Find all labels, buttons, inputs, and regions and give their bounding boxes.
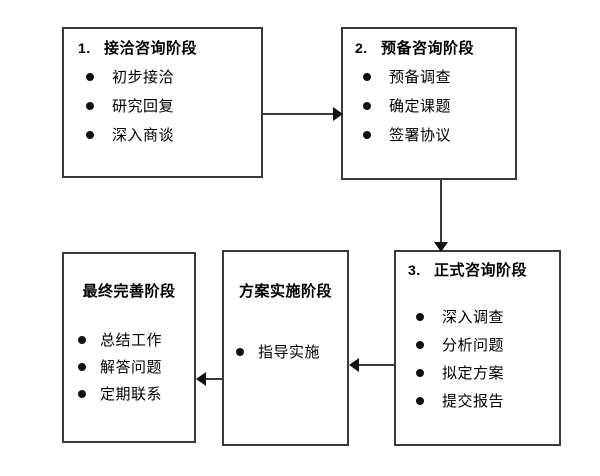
node-implement-header: 方案实施阶段 xyxy=(224,283,347,301)
node-prepare-title: 预备咨询阶段 xyxy=(381,40,475,57)
list-item: 确定课题 xyxy=(343,99,515,114)
bullet-dot-icon xyxy=(86,102,94,110)
arrow-implement-to-final xyxy=(196,372,223,386)
bullet-label: 指导实施 xyxy=(258,343,321,361)
list-item: 定期联系 xyxy=(64,387,194,402)
bullet-label: 分析问题 xyxy=(442,336,505,354)
list-item: 深入商谈 xyxy=(64,128,261,143)
bullet-dot-icon xyxy=(236,348,244,356)
node-formal-bullets: 深入调查 分析问题 拟定方案 提交报告 xyxy=(396,310,559,409)
bullet-label: 初步接洽 xyxy=(112,68,175,86)
node-contact-title: 接洽咨询阶段 xyxy=(104,40,198,57)
arrow-contact-to-prepare xyxy=(263,107,343,121)
list-item: 签署协议 xyxy=(343,128,515,143)
bullet-dot-icon xyxy=(363,131,371,139)
node-formal-title: 正式咨询阶段 xyxy=(434,262,528,279)
list-item: 拟定方案 xyxy=(396,366,559,381)
bullet-dot-icon xyxy=(86,73,94,81)
list-item: 深入调查 xyxy=(396,310,559,325)
node-contact-stage[interactable]: 1. 接洽咨询阶段 初步接洽 研究回复 深入商谈 xyxy=(62,27,263,178)
bullet-dot-icon xyxy=(78,363,86,371)
node-prepare-index: 2. xyxy=(355,40,368,56)
node-implement-stage[interactable]: 方案实施阶段 指导实施 xyxy=(222,250,349,446)
bullet-label: 确定课题 xyxy=(389,97,452,115)
bullet-label: 预备调查 xyxy=(389,68,452,86)
bullet-dot-icon xyxy=(78,390,86,398)
node-prepare-stage[interactable]: 2. 预备咨询阶段 预备调查 确定课题 签署协议 xyxy=(341,27,517,180)
list-item: 研究回复 xyxy=(64,99,261,114)
node-contact-bullets: 初步接洽 研究回复 深入商谈 xyxy=(64,70,261,143)
list-item: 总结工作 xyxy=(64,333,194,348)
bullet-label: 拟定方案 xyxy=(442,364,505,382)
node-contact-header: 1. 接洽咨询阶段 xyxy=(64,40,261,58)
list-item: 预备调查 xyxy=(343,70,515,85)
bullet-label: 深入调查 xyxy=(442,308,505,326)
node-final-bullets: 总结工作 解答问题 定期联系 xyxy=(64,333,194,402)
list-item: 分析问题 xyxy=(396,338,559,353)
bullet-label: 定期联系 xyxy=(100,385,163,403)
bullet-label: 签署协议 xyxy=(389,126,452,144)
arrow-formal-to-implement xyxy=(349,358,395,372)
node-implement-bullets: 指导实施 xyxy=(224,345,347,360)
bullet-dot-icon xyxy=(363,73,371,81)
node-formal-stage[interactable]: 3. 正式咨询阶段 深入调查 分析问题 拟定方案 提交报告 xyxy=(394,250,561,446)
node-formal-index: 3. xyxy=(408,262,421,278)
list-item: 指导实施 xyxy=(224,345,347,360)
node-final-title: 最终完善阶段 xyxy=(82,283,176,300)
bullet-label: 深入商谈 xyxy=(112,126,175,144)
bullet-label: 解答问题 xyxy=(100,358,163,376)
bullet-label: 研究回复 xyxy=(112,97,175,115)
bullet-label: 提交报告 xyxy=(442,392,505,410)
node-final-stage[interactable]: 最终完善阶段 总结工作 解答问题 定期联系 xyxy=(62,252,196,443)
bullet-dot-icon xyxy=(78,336,86,344)
node-prepare-bullets: 预备调查 确定课题 签署协议 xyxy=(343,70,515,143)
bullet-dot-icon xyxy=(416,313,424,321)
list-item: 初步接洽 xyxy=(64,70,261,85)
node-implement-title: 方案实施阶段 xyxy=(238,283,332,300)
bullet-dot-icon xyxy=(86,131,94,139)
bullet-dot-icon xyxy=(416,369,424,377)
list-item: 解答问题 xyxy=(64,360,194,375)
node-prepare-header: 2. 预备咨询阶段 xyxy=(343,40,515,58)
node-final-header: 最终完善阶段 xyxy=(64,283,194,301)
list-item: 提交报告 xyxy=(396,394,559,409)
node-formal-header: 3. 正式咨询阶段 xyxy=(396,262,559,280)
node-contact-index: 1. xyxy=(78,40,91,56)
bullet-dot-icon xyxy=(363,102,371,110)
bullet-label: 总结工作 xyxy=(100,331,163,349)
bullet-dot-icon xyxy=(416,397,424,405)
arrow-prepare-to-formal xyxy=(434,180,448,252)
bullet-dot-icon xyxy=(416,341,424,349)
